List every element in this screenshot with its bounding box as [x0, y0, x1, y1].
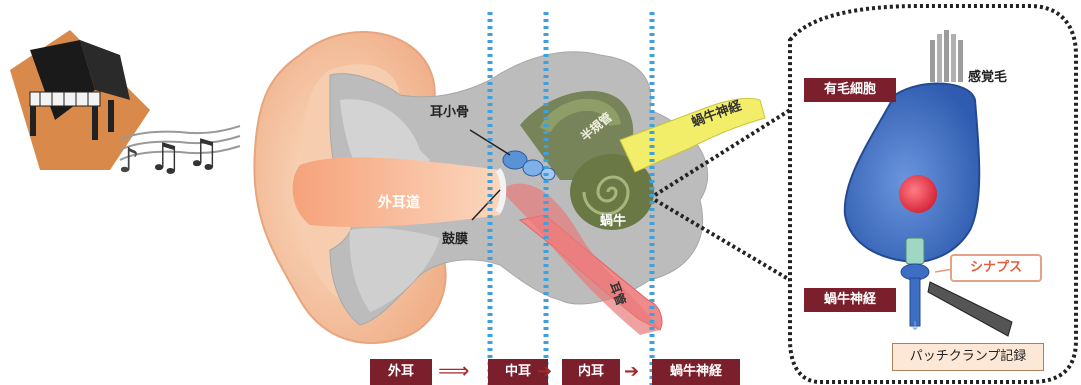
- arrow-icon: ➔: [537, 359, 552, 385]
- label-cochlear-nerve-cell: 蝸牛神経: [804, 288, 896, 312]
- pathway-outer-ear: 外耳: [370, 359, 432, 385]
- svg-text:♫: ♫: [148, 135, 182, 179]
- label-stereocilia: 感覚毛: [968, 66, 1007, 85]
- svg-text:↓: ↓: [910, 319, 920, 333]
- music-notes-icon: ♪ ♫ ♫: [118, 126, 240, 181]
- pathway-cochlear-nerve: 蝸牛神経: [652, 359, 740, 385]
- label-ear-canal: 外耳道: [378, 192, 420, 212]
- label-patch-clamp: パッチクランプ記録: [892, 343, 1044, 371]
- label-cochlea: 蝸牛: [600, 210, 626, 229]
- svg-text:♪: ♪: [118, 141, 140, 181]
- label-ossicles: 耳小骨: [430, 101, 469, 120]
- label-hair-cell: 有毛細胞: [804, 78, 896, 102]
- synapse-vesicles: [906, 238, 924, 264]
- arrow-icon: ➔: [624, 359, 639, 385]
- arrow-icon: ⟹: [438, 359, 470, 385]
- svg-text:♫: ♫: [186, 131, 220, 175]
- label-synapse: シナプス: [950, 254, 1042, 282]
- nucleus: [899, 175, 937, 213]
- label-eardrum: 鼓膜: [442, 228, 468, 247]
- pathway-inner-ear: 内耳: [562, 359, 620, 385]
